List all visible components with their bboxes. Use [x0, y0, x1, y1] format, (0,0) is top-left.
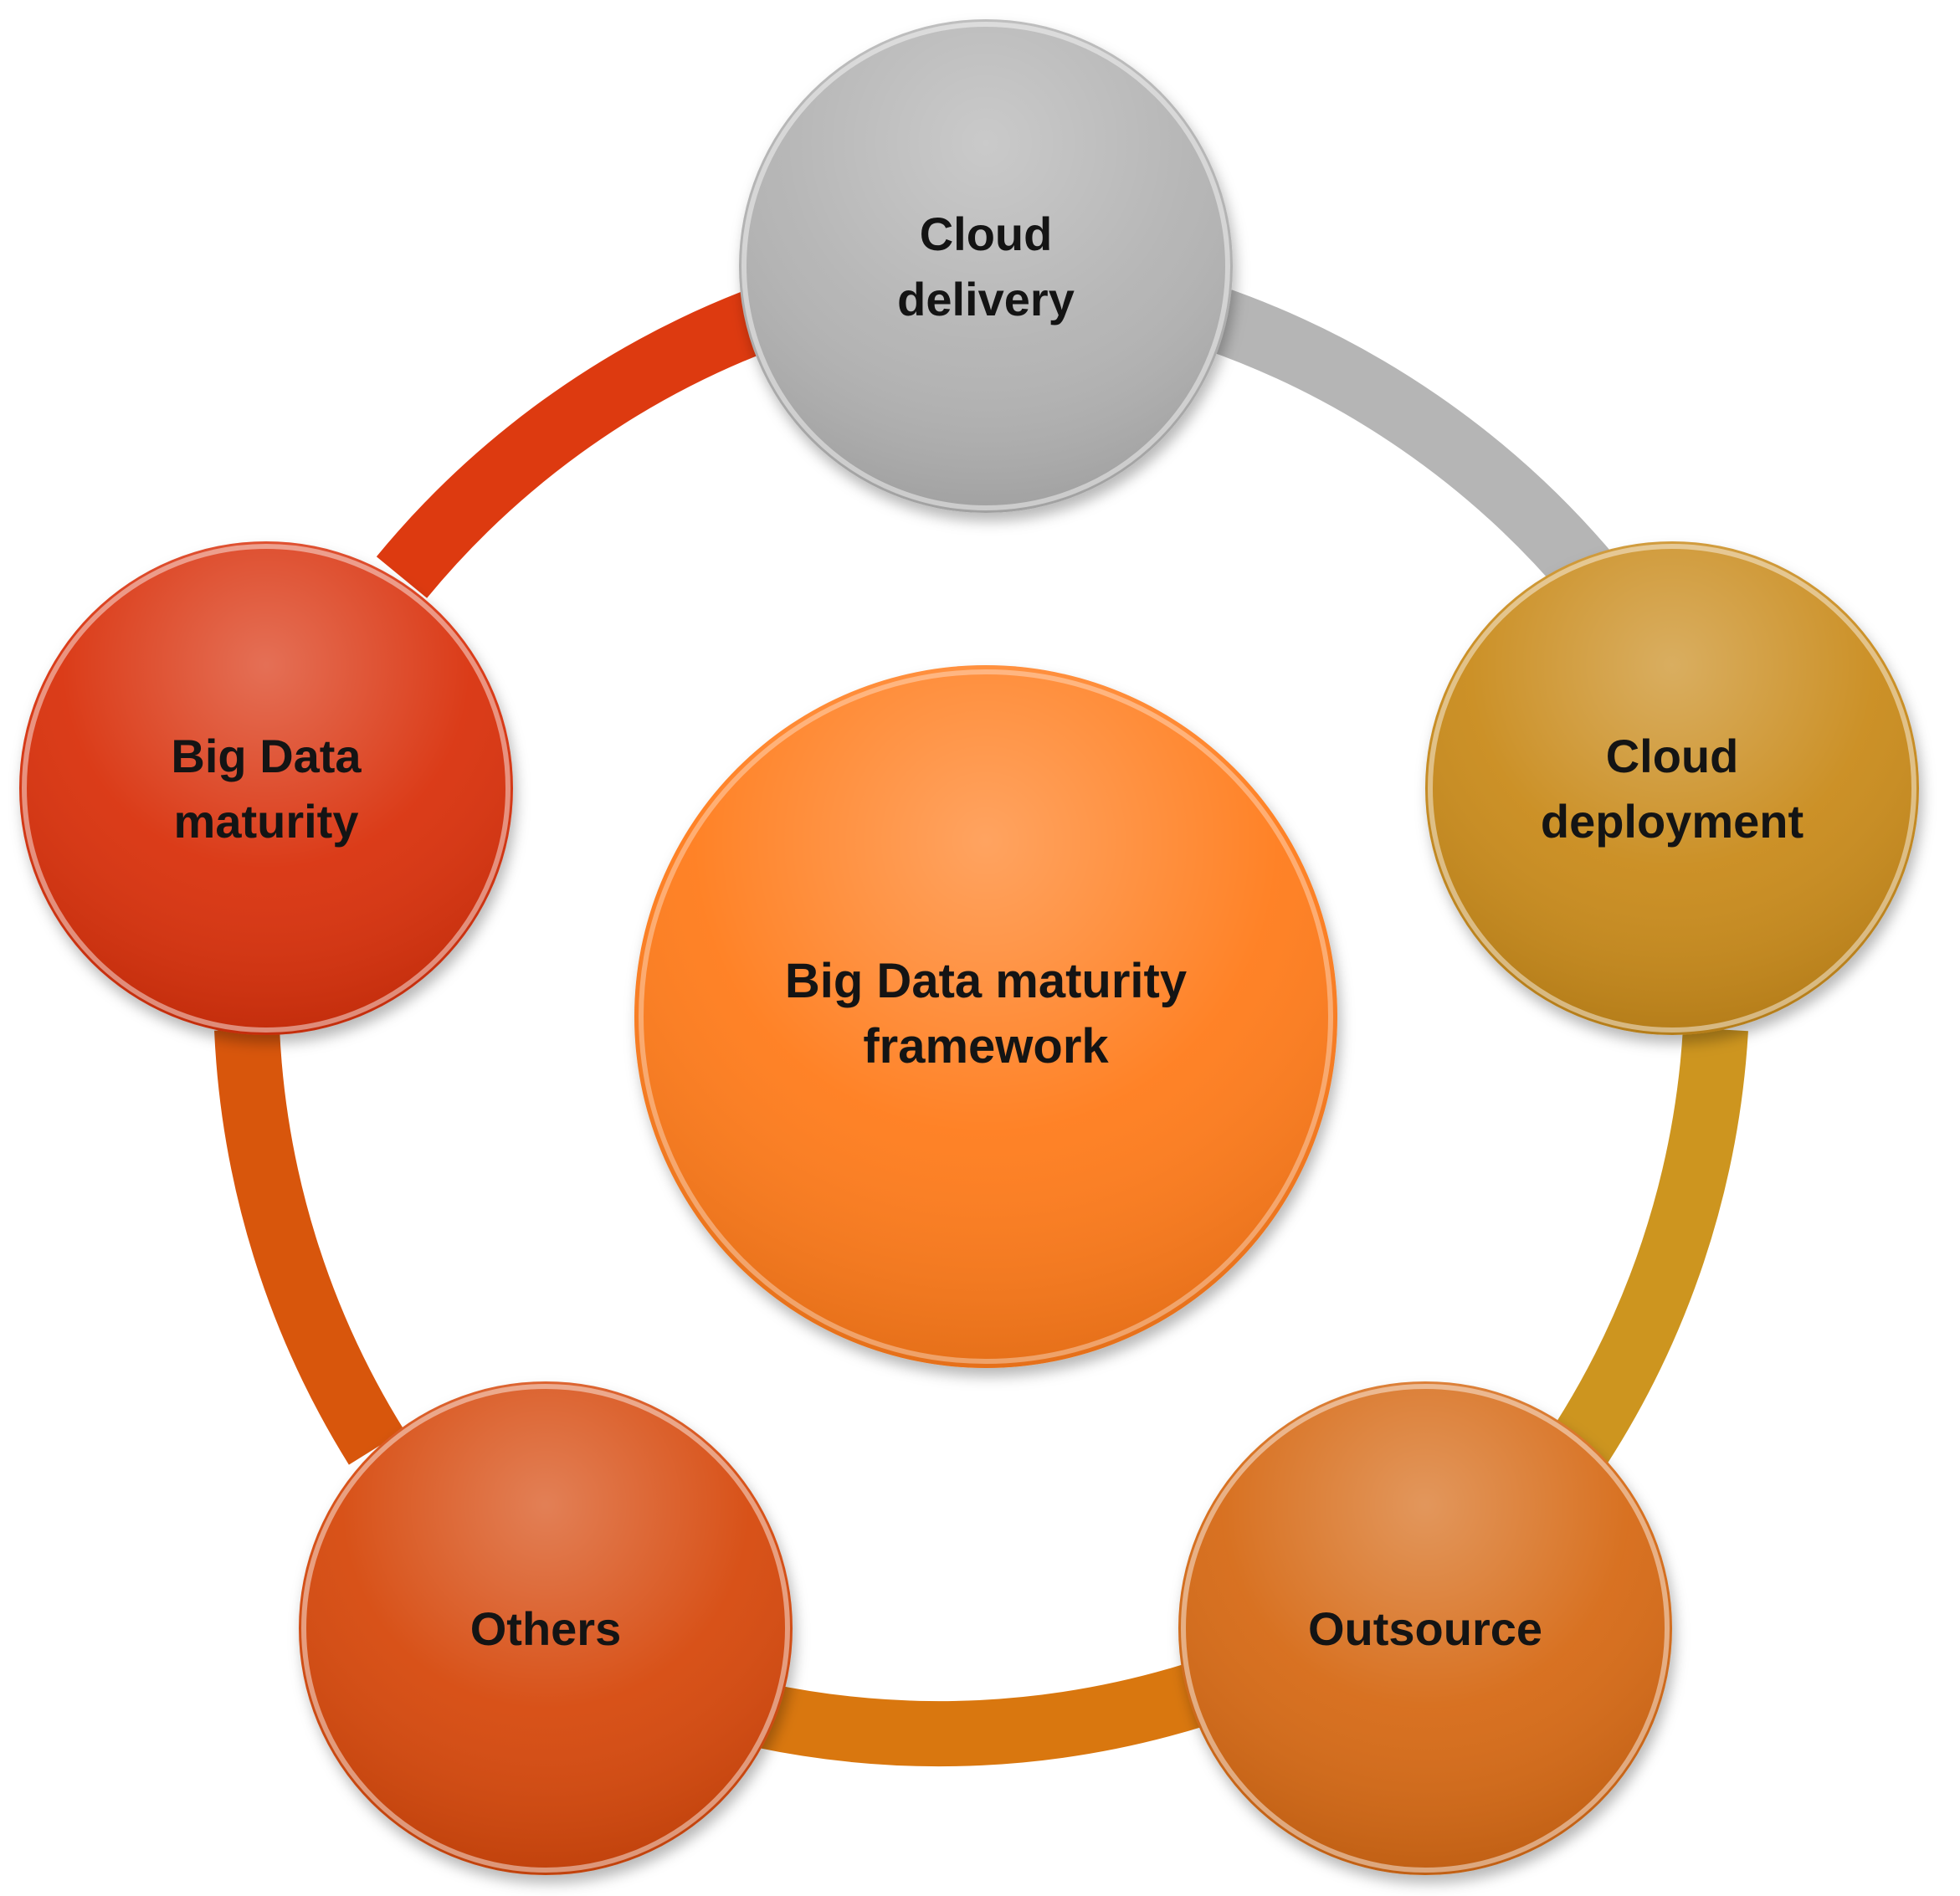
outer-nodes: ClouddeliveryClouddeploymentOutsourceOth…	[19, 19, 1919, 1875]
center-node-big-data-maturity-framework: Big Data maturity framework	[634, 665, 1337, 1368]
node-shine-big-data-maturity	[19, 541, 513, 1035]
connector-arc-delivery-deployment	[1203, 287, 1615, 599]
node-label-cloud-delivery-line-2: delivery	[897, 273, 1075, 325]
node-label-cloud-deployment-line-1: Cloud	[1606, 730, 1739, 782]
node-cloud-deployment: Cloud deployment	[1425, 541, 1919, 1035]
node-label-cloud-deployment-line-2: deployment	[1541, 795, 1804, 848]
node-shine-others	[299, 1381, 793, 1875]
node-others: Others	[299, 1381, 793, 1875]
node-label-others-line-1: Others	[470, 1602, 622, 1655]
node-outsource: Outsource	[1178, 1381, 1672, 1875]
node-rim-outsource	[1181, 1384, 1670, 1873]
connector-arc-outsource-others	[754, 1663, 1207, 1767]
node-label-outsource-line-1: Outsource	[1308, 1602, 1542, 1655]
node-rim-others	[301, 1384, 790, 1873]
node-big-data-maturity: Big Data maturity	[19, 541, 513, 1035]
node-label-cloud-delivery-line-1: Cloud	[920, 208, 1053, 260]
node-label-big-data-maturity-line-1: Big Data	[171, 730, 362, 782]
center-label-line-2: framework	[863, 1019, 1109, 1074]
center-label-line-1: Big Data maturity	[785, 954, 1187, 1008]
node-rim-cloud-deployment	[1428, 544, 1916, 1033]
node-shine-outsource	[1178, 1381, 1672, 1875]
node-rim-big-data-maturity	[22, 544, 511, 1033]
connector-ring	[214, 287, 1748, 1767]
node-rim-cloud-delivery	[741, 22, 1230, 510]
node-shine-cloud-deployment	[1425, 541, 1919, 1035]
node-cloud-delivery: Cloud delivery	[739, 19, 1233, 513]
node-shine-cloud-delivery	[739, 19, 1233, 513]
connector-arc-deployment-outsource	[1546, 1027, 1748, 1474]
connector-arc-bigdata-delivery	[376, 291, 766, 598]
connector-arc-others-bigdata	[214, 1027, 405, 1465]
node-label-big-data-maturity-line-2: maturity	[174, 795, 359, 848]
